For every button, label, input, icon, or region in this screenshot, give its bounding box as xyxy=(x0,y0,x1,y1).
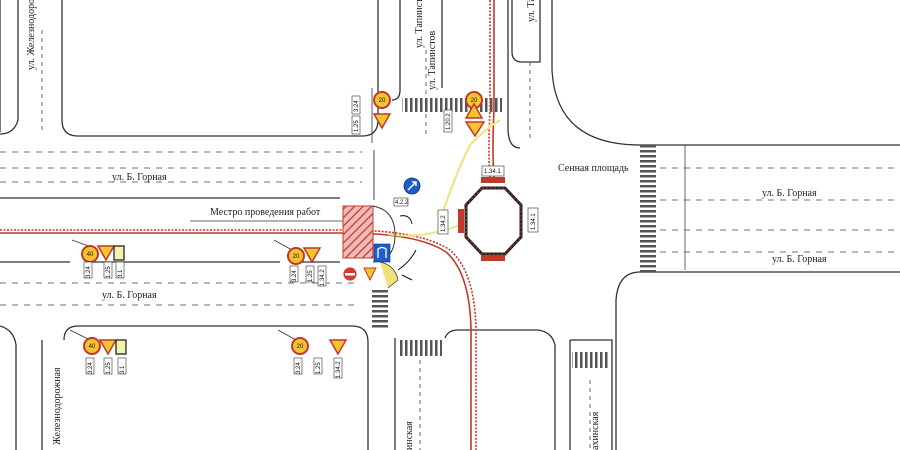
road-works-sign-icon xyxy=(96,245,116,262)
label-ta-top-right: ул. Та xyxy=(526,0,537,22)
label-sennaya-square: Сенная площадь xyxy=(558,163,629,174)
curb-top-left-block xyxy=(0,0,379,137)
svg-text:1.25: 1.25 xyxy=(354,120,360,132)
u-turn-sign-icon xyxy=(373,243,391,263)
sign-group-work-site xyxy=(342,243,391,282)
label-zheleznodorozhnaya-bottom: Железнодорожная xyxy=(52,367,63,445)
crossing-west xyxy=(372,290,388,330)
svg-text:20: 20 xyxy=(471,98,478,104)
label-tapiistov-top: ул. Тапиистов xyxy=(414,0,425,48)
svg-text:1.34.2: 1.34.2 xyxy=(336,361,342,378)
tram-tracks xyxy=(0,0,495,450)
road-works-sign-icon xyxy=(464,102,484,119)
island-barrier-blocks xyxy=(458,177,505,261)
svg-text:20: 20 xyxy=(297,344,304,350)
label-zheleznodorozhnaya-top: ул. Железнодорожная xyxy=(26,0,37,70)
sign-group-island-tablets: 1.34.1 1.34.1 1.34.2 xyxy=(437,165,539,235)
svg-text:40: 40 xyxy=(89,344,96,350)
curb-top-mid-block xyxy=(391,0,401,101)
svg-text:3.1: 3.1 xyxy=(118,269,124,278)
curb-top-right-block xyxy=(511,0,541,63)
svg-text:20: 20 xyxy=(379,98,386,104)
speed-limit-sign-icon xyxy=(373,91,391,109)
traffic-arrows xyxy=(397,215,417,281)
svg-text:3.24: 3.24 xyxy=(86,266,92,278)
label-tapiistov-vertical: ул. Тапиистов xyxy=(427,31,438,90)
crossing-east xyxy=(640,145,656,272)
road-works-sign-icon xyxy=(302,247,322,264)
svg-text:1.34.2: 1.34.2 xyxy=(320,269,326,286)
road-works-sign-icon xyxy=(464,121,486,138)
road-works-sign-icon xyxy=(98,339,118,356)
sign-group-north-right: 20 1.20.2 xyxy=(443,91,486,138)
svg-text:3.24: 3.24 xyxy=(88,362,94,374)
road-works-sign-icon xyxy=(372,113,392,130)
traffic-light-icon xyxy=(363,267,377,282)
road-works-sign-icon xyxy=(328,339,348,356)
svg-text:1.25: 1.25 xyxy=(308,270,314,282)
label-work-site: Местро проведения работ xyxy=(210,207,321,218)
svg-text:1.34.1: 1.34.1 xyxy=(484,169,501,175)
svg-text:1.34.2: 1.34.2 xyxy=(441,215,447,232)
traffic-island xyxy=(458,177,523,261)
speed-limit-sign-icon xyxy=(291,337,309,355)
curb-sw-block xyxy=(63,325,369,450)
label-gornaya-upper-left: ул. Б. Горная xyxy=(112,172,167,183)
tablet-sign-icon xyxy=(113,245,125,261)
curb-top-right-of-tapiistov xyxy=(441,0,521,149)
crossing-south-right xyxy=(572,352,610,368)
svg-text:20: 20 xyxy=(293,254,300,260)
label-bottom-right: ахинская xyxy=(590,411,601,450)
svg-text:1.25: 1.25 xyxy=(316,362,322,374)
svg-text:3.24: 3.24 xyxy=(296,362,302,374)
label-gornaya-lower-left: ул. Б. Горная xyxy=(102,290,157,301)
tram-track-vertical xyxy=(488,0,491,181)
svg-text:1.20.2: 1.20.2 xyxy=(446,113,452,130)
tram-track-horizontal-2 xyxy=(0,232,472,450)
curb-top-left-corner xyxy=(0,0,19,135)
svg-text:40: 40 xyxy=(87,252,94,258)
curb-e-lower xyxy=(615,271,900,450)
sign-group-west-upper: 40 3.24 1.25 3.1 xyxy=(71,239,125,279)
svg-text:1.25: 1.25 xyxy=(106,362,112,374)
label-bottom-center: инская xyxy=(404,421,415,450)
sign-group-north-left: 20 3.24 1.25 xyxy=(351,88,392,143)
svg-text:1.34.1: 1.34.1 xyxy=(531,213,537,230)
pedestrian-crossings xyxy=(372,98,656,368)
crossing-south xyxy=(400,340,442,356)
lane-markings xyxy=(0,30,900,450)
work-site-area xyxy=(190,205,399,289)
tram-track-horizontal xyxy=(0,229,477,450)
curb-ne-corner xyxy=(551,0,900,146)
street-labels: ул. Железнодорожная Железнодорожная ул. … xyxy=(26,0,827,450)
speed-limit-sign-icon xyxy=(83,337,101,355)
sign-group-west-mid: 20 3.24 1.25 1.34.2 xyxy=(273,239,327,287)
svg-text:3.24: 3.24 xyxy=(354,100,360,112)
sign-group-south-mid: 20 3.24 1.25 1.34.2 xyxy=(277,329,348,379)
svg-text:1.25: 1.25 xyxy=(106,266,112,278)
svg-text:3.24: 3.24 xyxy=(292,270,298,282)
sign-group-southwest: 40 3.24 1.25 3.1 xyxy=(69,329,127,375)
sign-group-keep-right: 4.2.2 xyxy=(393,177,421,207)
svg-text:4.2.2: 4.2.2 xyxy=(395,200,409,206)
label-gornaya-upper-right: ул. Б. Горная xyxy=(762,188,817,199)
tablet-sign-icon xyxy=(115,339,127,355)
curb-se-block xyxy=(569,339,613,450)
curb-s-center-right xyxy=(444,329,556,450)
tram-track-vertical-2 xyxy=(492,0,495,181)
label-gornaya-lower-right: ул. Б. Горная xyxy=(772,254,827,265)
speed-limit-sign-icon xyxy=(287,247,305,265)
svg-text:3.1: 3.1 xyxy=(120,365,126,374)
curb-sw-corner xyxy=(0,325,17,450)
